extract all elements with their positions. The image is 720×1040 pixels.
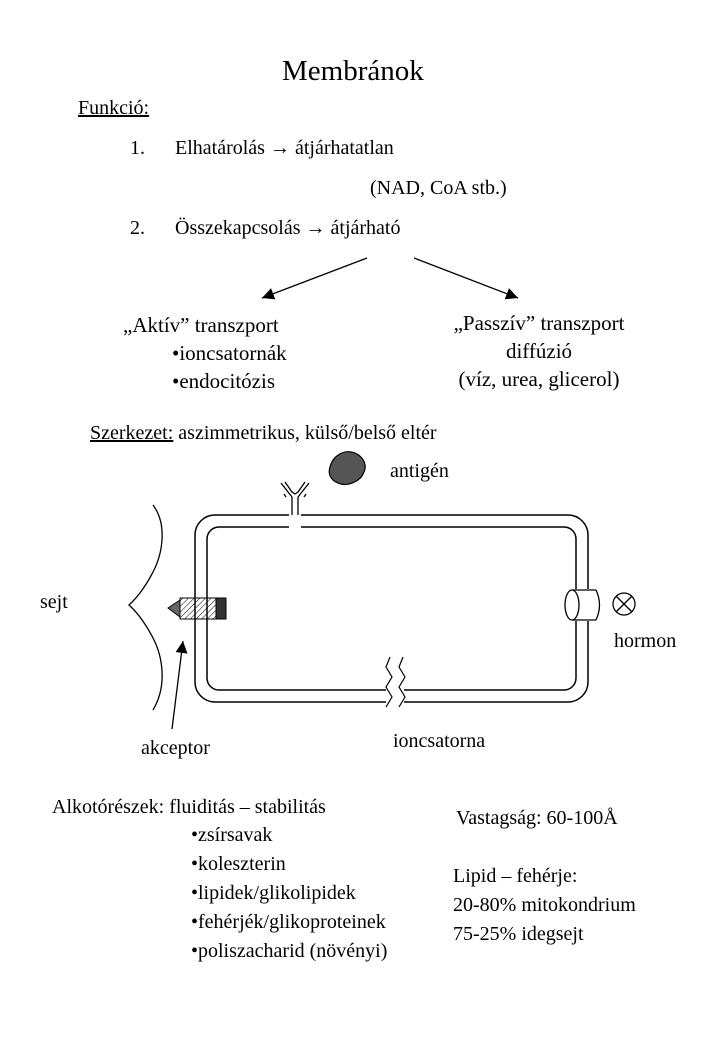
szerkezet-text: aszimmetrikus, külső/belső eltér: [173, 422, 437, 444]
aktiv-item-ioncsatornak: •ioncsatornák: [172, 341, 287, 365]
lipid-ratio-mitokondrium: 20-80% mitokondrium: [453, 894, 636, 916]
arrow-to-passziv: [413, 257, 519, 300]
lipid-ratio-idegsejt: 75-25% idegsejt: [453, 923, 584, 945]
passziv-diffuzio: diffúzió: [505, 339, 573, 363]
aktiv-item-endocitozis: •endocitózis: [172, 369, 275, 393]
szerkezet-line: Szerkezet: aszimmetrikus, külső/belső el…: [90, 423, 437, 443]
cell-brace: [128, 504, 163, 711]
antigen-label: antigén: [390, 460, 449, 482]
funkcio-note: (NAD, CoA stb.): [370, 177, 507, 199]
arrow-to-aktiv: [261, 257, 368, 300]
funkcio-item-2-number: 2.: [130, 217, 145, 239]
passziv-examples: (víz, urea, glicerol): [458, 367, 620, 391]
antibody-receptor: [280, 481, 310, 529]
aktiv-transzport-heading: „Aktív” transzport: [123, 313, 279, 337]
alkotoresz-item: •lipidek/glikolipidek: [191, 882, 356, 904]
membrane-inner: [206, 526, 577, 691]
passziv-transzport-heading: „Passzív” transzport: [453, 311, 625, 335]
alkotoresz-item: •poliszacharid (növényi): [191, 940, 388, 962]
funkcio-item-2-text: Összekapcsolás → átjárható: [175, 217, 401, 239]
szerkezet-label: Szerkezet:: [90, 422, 174, 444]
page-title: Membránok: [282, 55, 424, 87]
akceptor-protein: [167, 597, 227, 620]
ioncsatorna-channel: [385, 656, 406, 708]
membrane-outer: [194, 514, 589, 703]
alkotoresz-item: •zsírsavak: [191, 824, 273, 846]
funkcio-item-1-text: Elhatárolás → átjárhatatlan: [175, 137, 394, 159]
hormon-receptor: [564, 589, 601, 621]
alkotoresz-item: •fehérjék/glikoproteinek: [191, 911, 386, 933]
antigen-shape: [328, 451, 366, 486]
lipid-feherje-heading: Lipid – fehérje:: [453, 865, 578, 887]
akceptor-label: akceptor: [141, 737, 210, 759]
ioncsatorna-label: ioncsatorna: [393, 730, 486, 752]
vastagsag-text: Vastagság: 60-100Å: [456, 807, 618, 829]
akceptor-pointer-arrow: [171, 640, 188, 730]
sejt-label: sejt: [40, 591, 68, 613]
hormon-label: hormon: [614, 630, 677, 652]
funkcio-heading: Funkció:: [78, 97, 150, 119]
alkotoreszek-heading: Alkotórészek: fluiditás – stabilitás: [52, 796, 326, 818]
hormon-symbol: [612, 592, 636, 616]
alkotoresz-item: •koleszterin: [191, 853, 286, 875]
funkcio-item-1-number: 1.: [130, 137, 145, 159]
